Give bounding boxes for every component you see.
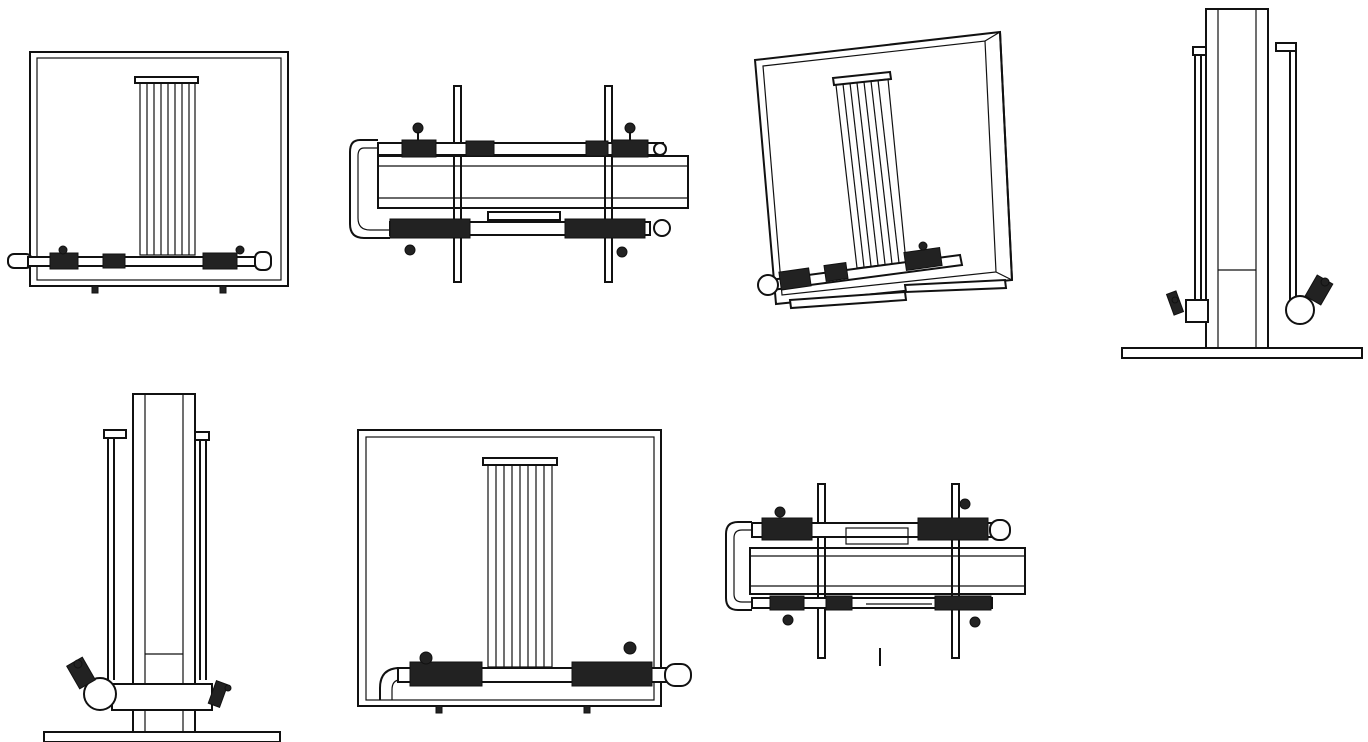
side-plate bbox=[817, 483, 826, 659]
valve-handle-icon bbox=[412, 122, 424, 134]
iso-tubes bbox=[835, 78, 907, 269]
iso-base bbox=[788, 290, 908, 310]
frame-inner-2 bbox=[365, 436, 655, 701]
membrane-tubes-2 bbox=[487, 464, 553, 668]
side-view-right bbox=[1121, 8, 1363, 359]
top-view-1 bbox=[349, 85, 689, 283]
valve-handle-icon bbox=[782, 614, 794, 626]
pipe-bend bbox=[349, 139, 390, 239]
valve-handle-icon bbox=[235, 245, 245, 255]
bottom-view bbox=[725, 483, 1026, 666]
frame-outer-2 bbox=[357, 429, 662, 707]
valve-handle-icon bbox=[224, 684, 232, 692]
side-pipe bbox=[111, 683, 213, 711]
valve-handle-icon bbox=[58, 245, 68, 255]
side-base bbox=[1121, 347, 1363, 359]
foot bbox=[219, 285, 227, 294]
membrane-tubes bbox=[139, 82, 196, 256]
side-plate bbox=[453, 85, 462, 283]
front-view-1 bbox=[7, 51, 289, 294]
label-plate-2 bbox=[845, 527, 909, 545]
pipe-bend-2 bbox=[725, 521, 752, 611]
foot bbox=[91, 285, 99, 294]
side-plate bbox=[951, 483, 960, 659]
side-view-left bbox=[43, 393, 281, 742]
valve-handle-icon bbox=[624, 122, 636, 134]
valve-handle-icon bbox=[1320, 277, 1330, 287]
valve-handle-icon bbox=[623, 641, 637, 655]
side-body bbox=[1205, 8, 1269, 350]
main-body bbox=[377, 155, 689, 209]
pipe-elbow bbox=[379, 667, 401, 700]
valve-handle-icon bbox=[1171, 296, 1179, 304]
side-base-2 bbox=[43, 731, 281, 742]
header-bar-2 bbox=[482, 457, 558, 466]
front-view-2 bbox=[357, 429, 692, 714]
valve-handle-icon bbox=[419, 651, 433, 665]
valve-handle-icon bbox=[73, 659, 83, 669]
frame-outer bbox=[29, 51, 289, 287]
valve-handle-icon bbox=[616, 246, 628, 258]
label-plate bbox=[487, 211, 561, 221]
bottom-pipe-3 bbox=[751, 597, 993, 609]
valve-handle-icon bbox=[969, 616, 981, 628]
foot bbox=[435, 705, 443, 714]
frame-inner bbox=[36, 57, 282, 281]
valve-handle-icon bbox=[959, 498, 971, 510]
valve-handle-icon bbox=[774, 506, 786, 518]
main-body-2 bbox=[749, 547, 1026, 595]
header-bar bbox=[134, 76, 199, 84]
pipe-assembly bbox=[7, 245, 272, 271]
side-plate bbox=[604, 85, 613, 283]
valve-handle-icon bbox=[918, 241, 928, 251]
foot bbox=[583, 705, 591, 714]
iso-header bbox=[831, 70, 893, 87]
valve-handle-icon bbox=[404, 244, 416, 256]
isometric-view bbox=[753, 30, 1014, 310]
